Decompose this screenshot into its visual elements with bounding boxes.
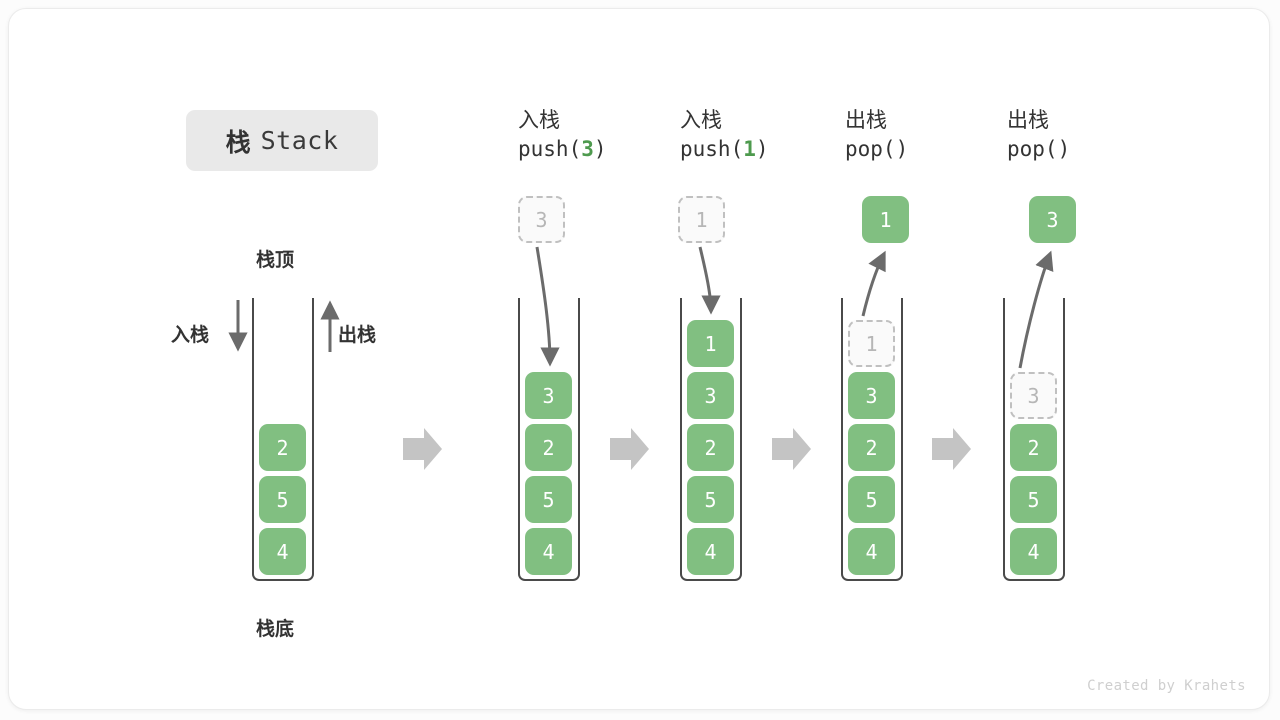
stack-cell: 4 bbox=[848, 528, 895, 575]
stack-cell: 4 bbox=[525, 528, 572, 575]
pop-side-label: 出栈 bbox=[338, 325, 377, 346]
stack-title-chip: 栈 Stack bbox=[186, 110, 378, 171]
stack-cell: 4 bbox=[259, 528, 306, 575]
push-side-label: 入栈 bbox=[171, 325, 210, 346]
code-suffix: ) bbox=[1057, 137, 1071, 161]
floating-cell: 3 bbox=[518, 196, 565, 243]
stack-cell: 3 bbox=[848, 372, 895, 419]
stack-cell: 3 bbox=[1010, 372, 1057, 419]
stack-title-en: Stack bbox=[260, 126, 339, 155]
stack-cell: 3 bbox=[687, 372, 734, 419]
column-header-cn: 出栈 bbox=[1007, 109, 1049, 132]
stack-bottom-label: 栈底 bbox=[256, 619, 295, 640]
stack-cell: 2 bbox=[848, 424, 895, 471]
code-prefix: push( bbox=[518, 137, 582, 161]
code-suffix: ) bbox=[895, 137, 909, 161]
stack-cell: 2 bbox=[259, 424, 306, 471]
stack-cell: 4 bbox=[687, 528, 734, 575]
stack-cell: 5 bbox=[848, 476, 895, 523]
stack-container-push-3 bbox=[518, 298, 580, 581]
code-suffix: ) bbox=[755, 137, 769, 161]
stack-cell: 1 bbox=[687, 320, 734, 367]
stack-cell: 5 bbox=[259, 476, 306, 523]
stack-container-pop-3 bbox=[1003, 298, 1065, 581]
column-header-code: push(3) bbox=[518, 134, 708, 164]
floating-cell: 1 bbox=[678, 196, 725, 243]
stack-cell: 3 bbox=[525, 372, 572, 419]
stack-container-pop-1 bbox=[841, 298, 903, 581]
stack-cell: 2 bbox=[687, 424, 734, 471]
stack-container-initial bbox=[252, 298, 314, 581]
stack-cell: 2 bbox=[1010, 424, 1057, 471]
stack-cell: 2 bbox=[525, 424, 572, 471]
code-prefix: push( bbox=[680, 137, 744, 161]
stack-top-label: 栈顶 bbox=[256, 250, 295, 271]
credit-text: Created by Krahets bbox=[1087, 678, 1246, 694]
code-suffix: ) bbox=[593, 137, 607, 161]
column-header-pop-1: 出栈 pop() bbox=[845, 108, 1035, 164]
column-header-code: push(1) bbox=[680, 134, 870, 164]
column-header-push-1: 入栈 push(1) bbox=[680, 108, 870, 164]
stack-cell: 5 bbox=[687, 476, 734, 523]
stack-cell: 5 bbox=[1010, 476, 1057, 523]
code-arg: 1 bbox=[743, 137, 756, 161]
code-prefix: pop( bbox=[845, 137, 896, 161]
stack-cell: 1 bbox=[848, 320, 895, 367]
column-header-cn: 出栈 bbox=[845, 109, 887, 132]
stack-container-push-1 bbox=[680, 298, 742, 581]
column-header-pop-3: 出栈 pop() bbox=[1007, 108, 1197, 164]
floating-cell: 3 bbox=[1029, 196, 1076, 243]
floating-cell: 1 bbox=[862, 196, 909, 243]
column-header-code: pop() bbox=[845, 134, 1035, 164]
column-header-cn: 入栈 bbox=[518, 109, 560, 132]
code-arg: 3 bbox=[581, 137, 594, 161]
column-header-cn: 入栈 bbox=[680, 109, 722, 132]
column-header-code: pop() bbox=[1007, 134, 1197, 164]
stack-cell: 5 bbox=[525, 476, 572, 523]
column-header-push-3: 入栈 push(3) bbox=[518, 108, 708, 164]
stack-title-cn: 栈 bbox=[225, 128, 251, 157]
stack-cell: 4 bbox=[1010, 528, 1057, 575]
code-prefix: pop( bbox=[1007, 137, 1058, 161]
